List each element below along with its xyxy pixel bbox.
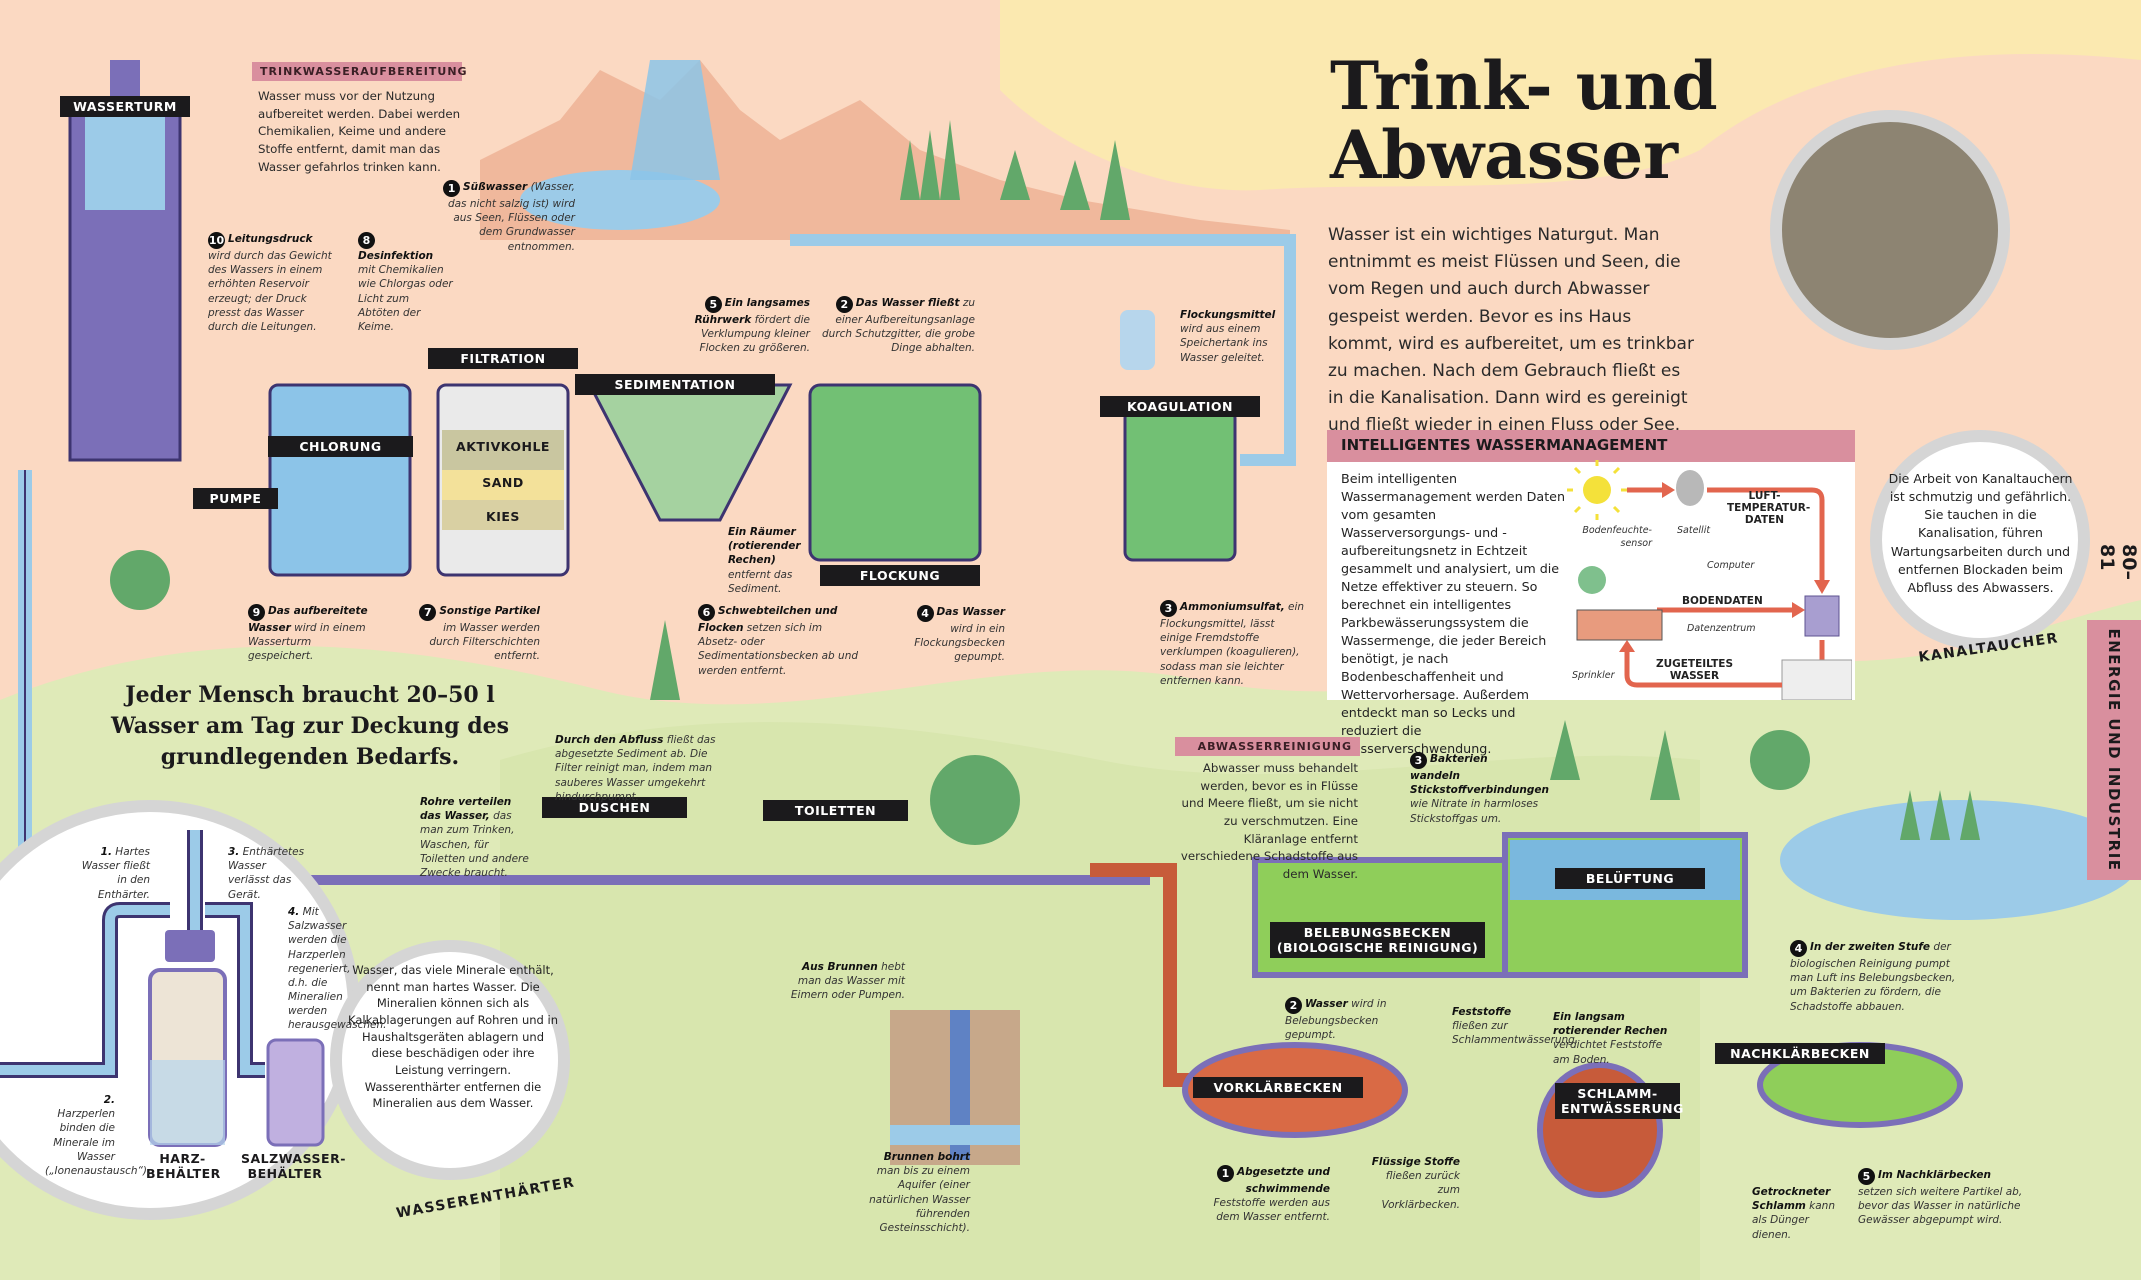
note-rohre: Rohre verteilen das Wasser, das man zum … [420, 796, 529, 879]
water-tower-illustration [68, 60, 182, 462]
section-tab-energie-industrie[interactable]: ENERGIE UND INDUSTRIE [2087, 620, 2141, 880]
label-duschen: DUSCHEN [542, 797, 687, 818]
abwasser-text: Abwasser muss behandelt werden, bevor es… [1180, 761, 1358, 882]
softener-info-text: Wasser, das viele Minerale enthält, nenn… [348, 963, 558, 1111]
brine-tank-icon [266, 1038, 325, 1147]
iwm-header: INTELLIGENTES WASSERMANAGEMENT [1327, 430, 1855, 462]
label-belebungsbecken: BELEBUNGSBECKEN (BIOLOGISCHE REINIGUNG) [1270, 922, 1485, 958]
page-title: Trink- und Abwasser [1330, 47, 1718, 195]
label-flockung: FLOCKUNG [820, 565, 980, 586]
iwm-boden-label: BODENDATEN [1682, 595, 1763, 607]
note-feststoffe: Feststoffe fließen zur Schlammentwässeru… [1452, 1006, 1579, 1047]
section-tab-label: ENERGIE UND INDUSTRIE [2105, 628, 2123, 872]
label-salzwasserbehaelter: SALZWASSER-BEHÄLTER [241, 1151, 346, 1181]
label-sedimentation: SEDIMENTATION [575, 374, 775, 395]
label-aktivkohle: AKTIVKOHLE [456, 439, 550, 454]
tree-icon [1578, 566, 1606, 594]
label-wasserturm: WASSERTURM [60, 96, 190, 117]
well-illustration [890, 1010, 1020, 1165]
kanaltaucher-text: Die Arbeit von Kanaltauchern ist schmutz… [1888, 471, 2073, 595]
label-schlammentwaesserung: SCHLAMM-ENTWÄSSERUNG [1555, 1083, 1683, 1119]
note-aus-brunnen: Aus Brunnen hebt man das Wasser mit Eime… [790, 961, 905, 1002]
softener-step-4: 4. Mit Salzwasser werden die Harzperlen … [288, 906, 387, 1032]
iwm-text: Beim intelligenten Wassermanagement werd… [1341, 471, 1566, 757]
data-center-monitor-icon [1781, 659, 1852, 700]
softener-step-2: 2. Harzperlen binden die Minerale im Was… [45, 1094, 151, 1177]
control-unit-icon [165, 930, 215, 962]
label-chlorung: CHLORUNG [268, 436, 413, 457]
label-sand: SAND [482, 475, 524, 490]
lake-top [520, 170, 720, 230]
trinkwasser-tag: TRINKWASSERAUFBEREITUNG [252, 62, 467, 81]
note-flockungsmittel: Flockungsmittel wird aus einem Speichert… [1180, 309, 1276, 364]
iwm-sprinkler-label: Sprinkler [1572, 670, 1615, 681]
lake-right [1780, 800, 2140, 920]
iwm-sensor-label: Bodenfeuchte-sensor [1582, 525, 1652, 549]
note-raeumer: Ein Räumer (rotierender Rechen) entfernt… [728, 526, 801, 595]
softener-diagram [0, 830, 325, 1147]
label-filtration: FILTRATION [428, 348, 578, 369]
iwm-zugeteilt-label: ZUGETEILTES WASSER [1655, 658, 1734, 682]
softener-step-3: 3. Enthärtetes Wasser verlässt das Gerät… [228, 846, 305, 901]
step-8-desinfektion: 8Desinfektion mit Chemikalien wie Chlorg… [358, 232, 453, 333]
page-number: 80–81 [2096, 544, 2140, 580]
computer-icon [1804, 595, 1840, 637]
iwm-datenzentrum-label: Datenzentrum [1687, 623, 1756, 634]
label-koagulation: KOAGULATION [1100, 396, 1260, 417]
iwm-computer-label: Computer [1707, 560, 1755, 571]
soil-icon [1576, 609, 1663, 641]
trinkwasser-text: Wasser muss vor der Nutzung aufbereitet … [258, 89, 461, 174]
note-abfluss: Durch den Abfluss fließt das abgesetzte … [555, 734, 716, 803]
drinking-treatment-tanks [268, 310, 1237, 577]
satellite-icon [1676, 470, 1704, 506]
kanaltaucher-photo-circle [1770, 110, 2010, 350]
note-rechen: Ein langsam rotierender Rechen verdichte… [1553, 1011, 1668, 1066]
intelligent-water-management-box: INTELLIGENTES WASSERMANAGEMENT Beim inte… [1327, 430, 1855, 756]
iwm-luft-label: LUFT-TEMPERATUR-DATEN [1727, 490, 1811, 526]
note-getrocknet: Getrockneter Schlamm kann als Dünger die… [1752, 1186, 1835, 1241]
softener-step-1: 1. Hartes Wasser fließt in den Enthärter… [81, 846, 150, 901]
title-line-1: Trink- und [1330, 47, 1718, 125]
label-kies: KIES [486, 509, 520, 524]
label-vorklaerbecken: VORKLÄRBECKEN [1193, 1077, 1363, 1098]
iwm-diagram [1567, 460, 1852, 700]
label-nachklaerbecken: NACHKLÄRBECKEN [1715, 1043, 1885, 1064]
title-line-2: Abwasser [1330, 116, 1679, 195]
sun-icon [1583, 476, 1611, 504]
intro-text: Wasser ist ein wichtiges Naturgut. Man e… [1328, 225, 1694, 436]
abwasser-tag: ABWASSERREINIGUNG [1175, 737, 1360, 756]
note-brunnen-bohrt: Brunnen bohrt man bis zu einem Aquifer (… [869, 1151, 970, 1234]
daily-water-need: Jeder Mensch braucht 20–50 l Wasser am T… [110, 682, 510, 770]
iwm-satellit-label: Satellit [1677, 525, 1711, 536]
label-toiletten: TOILETTEN [763, 800, 908, 821]
label-belueftung: BELÜFTUNG [1555, 868, 1705, 889]
label-harzbehaelter: HARZ-BEHÄLTER [146, 1151, 221, 1181]
label-pumpe: PUMPE [193, 488, 278, 509]
note-fluessige-stoffe: Flüssige Stoffe fließen zurück zum Vorkl… [1371, 1156, 1460, 1211]
